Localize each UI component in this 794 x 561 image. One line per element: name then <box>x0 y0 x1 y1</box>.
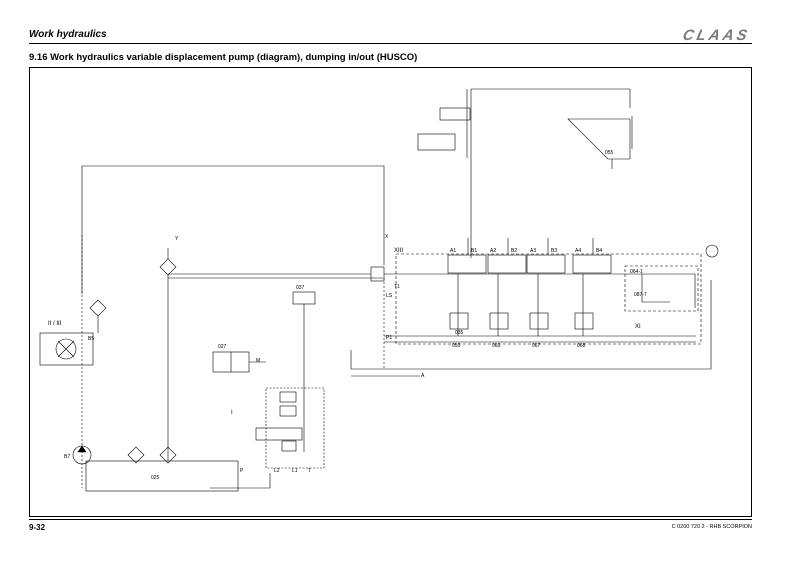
label-cyl: 055 <box>605 150 614 156</box>
label-pump: B7 <box>64 454 70 460</box>
label-d1: B1 <box>471 248 477 254</box>
label-c1: A1 <box>450 248 456 254</box>
label-p1: P1 <box>386 335 392 341</box>
label-d3: B3 <box>551 248 557 254</box>
label-sec-3: 067 <box>532 343 541 349</box>
label-037: 037 <box>296 285 305 291</box>
diagram-frame: XIII XI II / III I B5 025 B7 027 037 035… <box>29 67 752 517</box>
label-027: 027 <box>218 344 227 350</box>
label-l2: L2 <box>274 468 280 474</box>
label-y: Y <box>175 236 179 242</box>
label-ls: LS <box>386 293 393 299</box>
header-rule <box>29 43 752 44</box>
label-a: A <box>421 373 425 379</box>
label-t1: T1 <box>394 284 400 290</box>
label-c2: A2 <box>490 248 496 254</box>
footer-rule <box>29 519 752 520</box>
page-number: 9-32 <box>29 523 46 532</box>
label-c4: A4 <box>575 248 581 254</box>
label-sp: 064-1 <box>630 269 643 275</box>
section-heading: 9.16 Work hydraulics variable displaceme… <box>29 52 418 63</box>
label-xiii: XIII <box>394 248 403 254</box>
label-cooler: B5 <box>88 336 94 342</box>
label-c3: A3 <box>530 248 536 254</box>
label-d4: B4 <box>596 248 602 254</box>
label-tank: 025 <box>151 475 160 481</box>
hydraulic-diagram: XIII XI II / III I B5 025 B7 027 037 035… <box>39 88 719 492</box>
label-xi: XI <box>635 324 641 330</box>
label-sec-1: 050 <box>452 343 461 349</box>
claas-logo: CLAAS <box>681 27 752 44</box>
label-t: T <box>308 468 311 474</box>
label-p: P <box>240 468 244 474</box>
label-joy: 087-7 <box>634 292 647 298</box>
label-i: I <box>231 410 233 416</box>
doc-code: C 0200 720 2 - RHB SCORPION <box>671 524 752 530</box>
label-sec-4: 068 <box>577 343 586 349</box>
label-l1: L1 <box>292 468 298 474</box>
label-m: M <box>256 358 260 364</box>
label-035: 035 <box>455 330 464 336</box>
label-sec-2: 060 <box>492 343 501 349</box>
label-ii: II / III <box>48 321 62 327</box>
header-title: Work hydraulics <box>29 29 107 40</box>
label-d2: B2 <box>511 248 517 254</box>
label-x: X <box>385 234 389 240</box>
